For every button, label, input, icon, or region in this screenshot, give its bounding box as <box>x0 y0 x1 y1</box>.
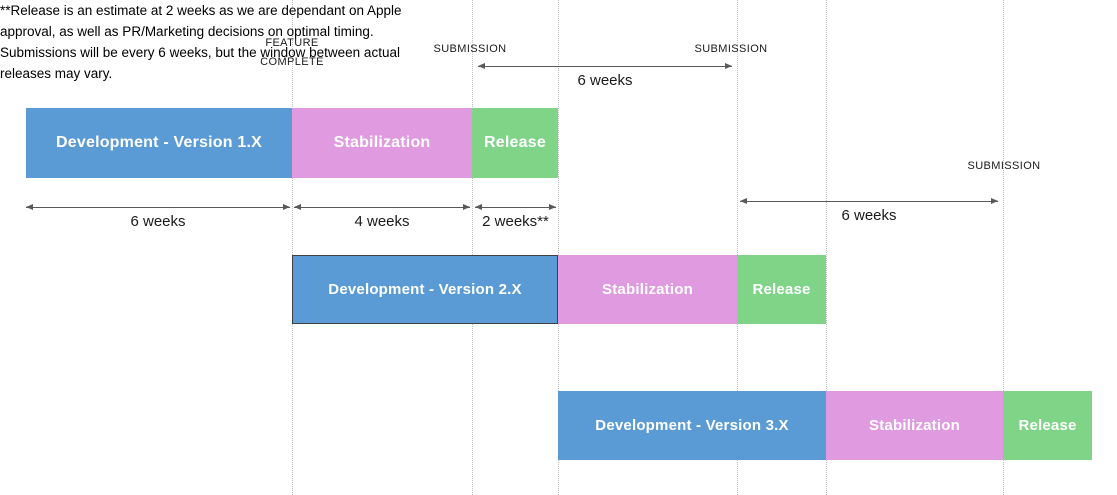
bar-label: Release <box>752 281 811 298</box>
bar-development-3[interactable]: Development - Version 3.X <box>558 391 826 460</box>
bar-label: Stabilization <box>602 281 693 298</box>
footnote-text: **Release is an estimate at 2 weeks as w… <box>0 3 402 81</box>
measure-line <box>475 207 556 208</box>
measure-label: 6 weeks <box>577 72 633 89</box>
arrow-right-icon <box>549 204 556 210</box>
marker-submission-3: SUBMISSION <box>967 157 1040 176</box>
arrow-left-icon <box>478 63 485 69</box>
measure-label: 6 weeks <box>841 207 897 224</box>
marker-line-1: FEATURE <box>265 37 319 49</box>
bar-development-2[interactable]: Development - Version 2.X <box>292 255 558 324</box>
gridline-2 <box>558 0 559 495</box>
bar-release-2[interactable]: Release <box>737 255 826 324</box>
bar-label: Release <box>484 134 546 151</box>
gridline-0 <box>292 0 293 495</box>
measure-line <box>740 201 998 202</box>
gridline-4 <box>826 0 827 495</box>
marker-submission-2: SUBMISSION <box>694 40 767 59</box>
arrow-right-icon <box>725 63 732 69</box>
arrow-left-icon <box>294 204 301 210</box>
bar-release-1[interactable]: Release <box>472 108 558 178</box>
bar-label: Development - Version 1.X <box>56 134 262 151</box>
arrow-left-icon <box>475 204 482 210</box>
arrow-left-icon <box>740 198 747 204</box>
gridline-5 <box>1003 0 1004 495</box>
marker-line-1: SUBMISSION <box>967 160 1041 172</box>
marker-line-1: SUBMISSION <box>694 43 768 55</box>
arrow-left-icon <box>26 204 33 210</box>
marker-feature-complete: FEATURE COMPLETE <box>260 34 324 72</box>
bar-development-1[interactable]: Development - Version 1.X <box>26 108 292 178</box>
bar-release-3[interactable]: Release <box>1003 391 1092 460</box>
bar-label: Development - Version 3.X <box>595 417 789 434</box>
measure-label: 6 weeks <box>130 213 186 230</box>
bar-stabilization-1[interactable]: Stabilization <box>292 108 472 178</box>
measure-label: 4 weeks <box>354 213 410 230</box>
measure-line <box>478 66 732 67</box>
arrow-right-icon <box>463 204 470 210</box>
measure-line <box>294 207 470 208</box>
marker-submission-1: SUBMISSION <box>433 40 506 59</box>
arrow-right-icon <box>283 204 290 210</box>
arrow-right-icon <box>991 198 998 204</box>
marker-line-2: COMPLETE <box>260 56 324 68</box>
bar-stabilization-2[interactable]: Stabilization <box>558 255 737 324</box>
bar-label: Release <box>1018 417 1077 434</box>
marker-line-1: SUBMISSION <box>433 43 507 55</box>
bar-label: Stabilization <box>869 417 960 434</box>
bar-stabilization-3[interactable]: Stabilization <box>826 391 1003 460</box>
measure-label: 2 weeks** <box>482 213 549 230</box>
gridline-3 <box>737 0 738 495</box>
bar-label: Development - Version 2.X <box>328 281 522 298</box>
measure-line <box>26 207 290 208</box>
gridline-1 <box>472 0 473 495</box>
bar-label: Stabilization <box>333 134 431 151</box>
